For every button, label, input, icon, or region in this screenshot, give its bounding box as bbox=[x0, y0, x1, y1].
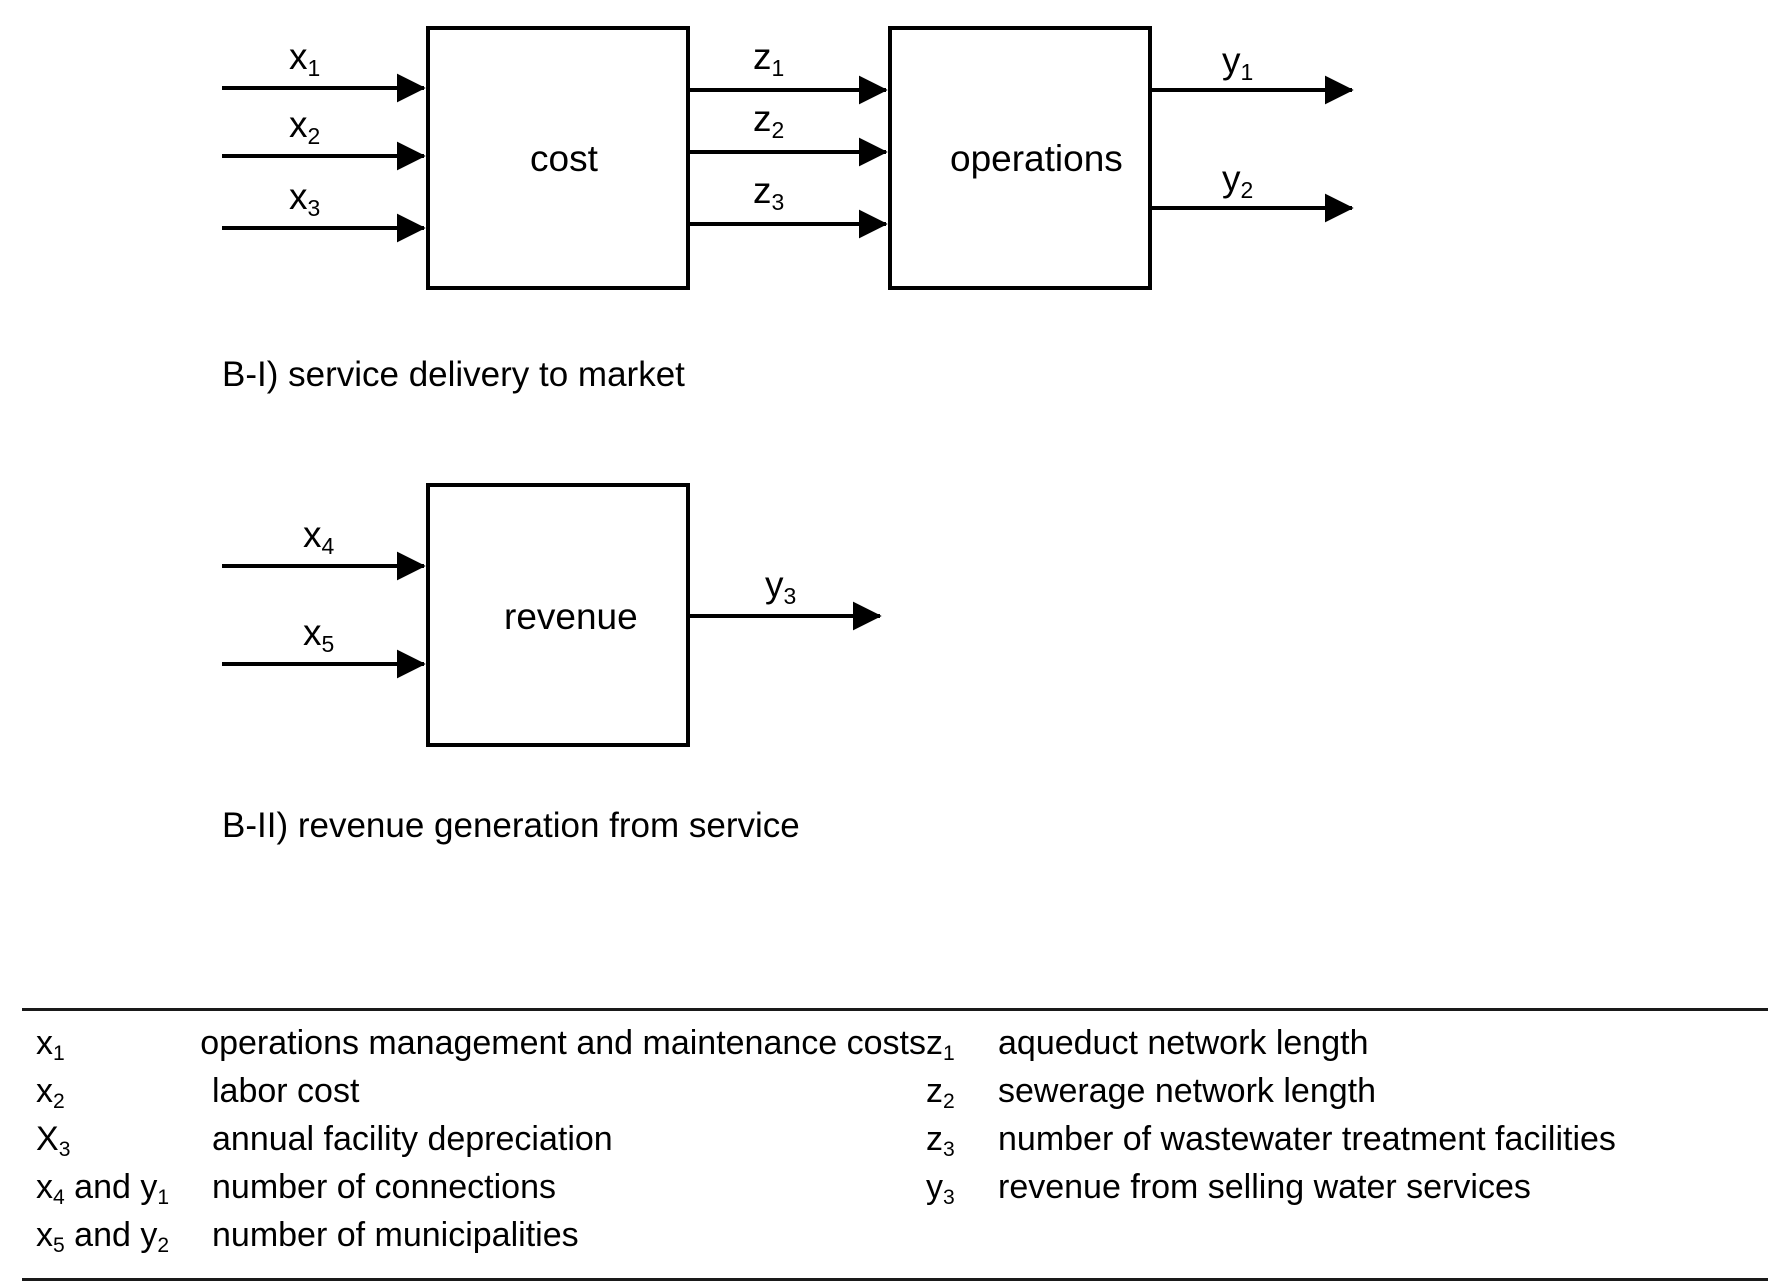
legend-row: x4 and y1 number of connections bbox=[36, 1168, 926, 1216]
legend-body: x1 operations management and maintenance… bbox=[22, 1011, 1768, 1278]
label-x4-sub: 4 bbox=[321, 532, 335, 559]
legend-symbol-sub: 1 bbox=[943, 1042, 955, 1066]
legend-row: z1 aqueduct network length bbox=[926, 1024, 1756, 1072]
legend-row: z2 sewerage network length bbox=[926, 1072, 1756, 1120]
legend-symbol: X3 bbox=[36, 1120, 212, 1162]
legend-symbol-base: x bbox=[36, 1072, 53, 1110]
legend-symbol-extra-sub: 2 bbox=[157, 1234, 170, 1258]
legend-symbol: x4 and y1 bbox=[36, 1168, 212, 1210]
label-y3: y3 bbox=[765, 564, 796, 607]
label-x1: x1 bbox=[289, 36, 320, 79]
legend-row: x2 labor cost bbox=[36, 1072, 926, 1120]
legend-symbol-base: y bbox=[926, 1168, 943, 1206]
label-x5: x5 bbox=[303, 612, 334, 655]
label-z3-base: z bbox=[753, 170, 772, 211]
legend-row: y3 revenue from selling water services bbox=[926, 1168, 1756, 1216]
legend-symbol-sub: 3 bbox=[943, 1138, 955, 1162]
label-z3: z3 bbox=[753, 170, 784, 213]
legend-symbol: y3 bbox=[926, 1168, 998, 1210]
label-x5-base: x bbox=[303, 612, 322, 653]
label-z1-base: z bbox=[753, 36, 772, 77]
legend-symbol-extra: and y bbox=[64, 1168, 158, 1206]
legend-symbol: z2 bbox=[926, 1072, 998, 1114]
legend-symbol-base: z bbox=[926, 1120, 943, 1158]
box-label-cost: cost bbox=[530, 138, 598, 179]
label-y2: y2 bbox=[1222, 158, 1253, 201]
legend-symbol: x5 and y2 bbox=[36, 1216, 212, 1258]
legend-symbol-sub: 1 bbox=[53, 1042, 65, 1066]
label-x1-base: x bbox=[289, 36, 308, 77]
legend-description: aqueduct network length bbox=[998, 1024, 1369, 1062]
legend-symbol-sub: 5 bbox=[53, 1234, 65, 1258]
legend-row: z3 number of wastewater treatment facili… bbox=[926, 1120, 1756, 1168]
legend-symbol-extra: and y bbox=[64, 1216, 158, 1254]
caption-panel-b1: B-I) service delivery to market bbox=[222, 355, 685, 394]
label-x1-sub: 1 bbox=[307, 54, 321, 81]
box-label-operations: operations bbox=[950, 138, 1123, 179]
legend-symbol-base: z bbox=[926, 1072, 943, 1110]
legend-symbol-base: x bbox=[36, 1216, 53, 1254]
label-y3-sub: 3 bbox=[783, 582, 797, 609]
label-y1: y1 bbox=[1222, 40, 1253, 83]
label-x4: x4 bbox=[303, 514, 334, 557]
label-y3-base: y bbox=[765, 564, 784, 605]
box-label-revenue: revenue bbox=[504, 596, 638, 637]
label-z1: z1 bbox=[753, 36, 784, 79]
legend-description: sewerage network length bbox=[998, 1072, 1377, 1110]
label-z2-base: z bbox=[753, 98, 772, 139]
legend-symbol-base: X bbox=[36, 1120, 59, 1158]
label-y1-base: y bbox=[1222, 40, 1241, 81]
label-z2-sub: 2 bbox=[771, 116, 785, 143]
label-x3-base: x bbox=[289, 176, 308, 217]
legend-symbol-sub: 2 bbox=[943, 1090, 955, 1114]
legend-description: number of wastewater treatment facilitie… bbox=[998, 1120, 1616, 1158]
legend-table: x1 operations management and maintenance… bbox=[22, 1008, 1768, 1281]
legend-bottom-rule bbox=[22, 1278, 1768, 1281]
legend-symbol-sub: 2 bbox=[53, 1090, 65, 1114]
legend-symbol-extra-sub: 1 bbox=[157, 1186, 170, 1210]
legend-description: number of connections bbox=[212, 1168, 556, 1206]
legend-symbol-base: x bbox=[36, 1168, 53, 1206]
legend-row: x5 and y2 number of municipalities bbox=[36, 1216, 926, 1264]
legend-symbol: x1 bbox=[36, 1024, 200, 1066]
label-x2-base: x bbox=[289, 104, 308, 145]
legend-row: X3 annual facility depreciation bbox=[36, 1120, 926, 1168]
label-x2: x2 bbox=[289, 104, 320, 147]
legend-symbol-base: x bbox=[36, 1024, 53, 1062]
legend-column-left: x1 operations management and maintenance… bbox=[22, 1024, 926, 1264]
legend-description: number of municipalities bbox=[212, 1216, 579, 1254]
legend-description: annual facility depreciation bbox=[212, 1120, 613, 1158]
label-y2-sub: 2 bbox=[1240, 176, 1254, 203]
label-z2: z2 bbox=[753, 98, 784, 141]
legend-symbol: x2 bbox=[36, 1072, 212, 1114]
legend-description: revenue from selling water services bbox=[998, 1168, 1531, 1206]
label-x4-base: x bbox=[303, 514, 322, 555]
label-x2-sub: 2 bbox=[307, 122, 321, 149]
label-y1-sub: 1 bbox=[1240, 58, 1254, 85]
label-x3-sub: 3 bbox=[307, 194, 321, 221]
legend-description: labor cost bbox=[212, 1072, 360, 1110]
legend-top-rule bbox=[22, 1008, 1768, 1011]
legend-column-right: z1 aqueduct network length z2 sewerage n… bbox=[926, 1024, 1756, 1264]
label-z3-sub: 3 bbox=[771, 188, 785, 215]
legend-symbol: z3 bbox=[926, 1120, 998, 1162]
label-x5-sub: 5 bbox=[321, 630, 335, 657]
legend-description: operations management and maintenance co… bbox=[200, 1024, 926, 1062]
label-x3: x3 bbox=[289, 176, 320, 219]
legend-symbol-sub: 4 bbox=[53, 1186, 65, 1210]
legend-symbol-sub: 3 bbox=[943, 1186, 955, 1210]
label-z1-sub: 1 bbox=[771, 54, 785, 81]
legend-row: x1 operations management and maintenance… bbox=[36, 1024, 926, 1072]
legend-symbol: z1 bbox=[926, 1024, 998, 1066]
legend-symbol-sub: 3 bbox=[58, 1138, 71, 1162]
caption-panel-b2: B-II) revenue generation from service bbox=[222, 806, 800, 845]
label-y2-base: y bbox=[1222, 158, 1241, 199]
legend-symbol-base: z bbox=[926, 1024, 943, 1062]
